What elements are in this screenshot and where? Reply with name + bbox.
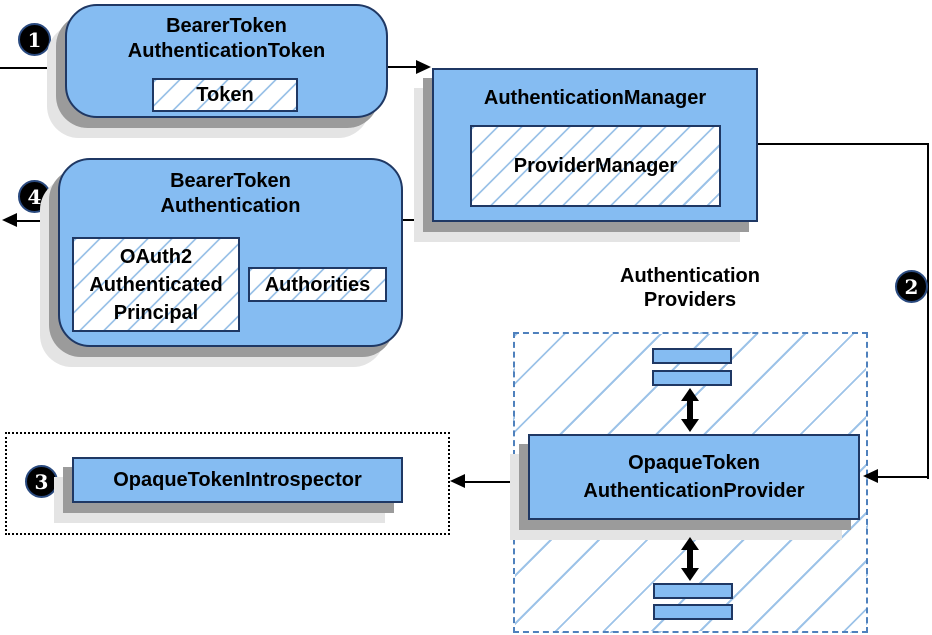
node-title: AuthenticationManager xyxy=(434,86,756,111)
connector-manager-to-authentication xyxy=(403,219,432,221)
connector-into-provider xyxy=(875,476,929,478)
principal-label-line: OAuth2 xyxy=(119,245,193,268)
introspector-zone xyxy=(5,432,450,535)
arrowhead-into-authentication-manager-icon xyxy=(416,60,431,74)
arrowhead-step4-icon xyxy=(2,213,17,227)
title-line: AuthenticationProvider xyxy=(583,480,805,502)
title-line: AuthenticationManager xyxy=(483,87,707,109)
step-2-badge: 2 xyxy=(895,270,928,303)
title-line: OpaqueTokenIntrospector xyxy=(113,469,362,491)
connector-step1-incoming xyxy=(0,67,65,69)
provider-bar xyxy=(652,370,732,386)
connector-step4-outgoing xyxy=(14,220,58,222)
title-line: BearerToken xyxy=(166,15,287,37)
zone-label-line: Authentication xyxy=(620,265,760,287)
oauth2-authenticated-principal-box: OAuth2 Authenticated Principal xyxy=(72,237,240,332)
principal-label-line: Authenticated xyxy=(89,273,223,296)
authorities-box: Authorities xyxy=(248,267,387,302)
authorities-label: Authorities xyxy=(264,273,371,296)
principal-label-line: Principal xyxy=(113,301,199,324)
provider-bar xyxy=(652,348,732,364)
title-line: BearerToken xyxy=(170,170,291,192)
connector-manager-right xyxy=(758,143,929,145)
provider-manager-box: ProviderManager xyxy=(470,125,721,207)
step-4-badge: 4 xyxy=(18,180,51,213)
title-line: OpaqueToken xyxy=(628,452,760,474)
token-box: Token xyxy=(152,78,298,112)
title-line: AuthenticationToken xyxy=(127,40,326,62)
node-title: BearerToken Authentication xyxy=(60,169,401,219)
double-arrow-icon xyxy=(678,388,702,432)
node-bearer-token-authentication-token: BearerToken AuthenticationToken xyxy=(65,4,388,118)
arrowhead-into-provider-icon xyxy=(863,469,878,483)
token-label: Token xyxy=(196,84,254,106)
step-1-badge: 1 xyxy=(18,23,51,56)
authentication-providers-label: Authentication Providers xyxy=(565,264,815,312)
step-3-badge: 3 xyxy=(25,465,58,498)
node-opaque-token-introspector: OpaqueTokenIntrospector xyxy=(72,457,403,503)
node-opaque-token-authentication-provider: OpaqueToken AuthenticationProvider xyxy=(528,434,860,520)
arrowhead-into-introspector-icon xyxy=(450,474,465,488)
connector-provider-to-introspector xyxy=(464,481,528,483)
provider-bar xyxy=(653,583,733,599)
node-title: BearerToken AuthenticationToken xyxy=(67,14,386,64)
provider-bar xyxy=(653,604,733,620)
double-arrow-icon xyxy=(678,537,702,581)
provider-manager-label: ProviderManager xyxy=(513,155,678,177)
title-line: Authentication xyxy=(160,195,301,217)
zone-label-line: Providers xyxy=(643,289,737,311)
connector-right-vertical xyxy=(927,143,929,479)
node-title: OpaqueToken AuthenticationProvider xyxy=(530,449,858,505)
connector-token-to-manager xyxy=(388,66,417,68)
node-title: OpaqueTokenIntrospector xyxy=(74,459,401,501)
